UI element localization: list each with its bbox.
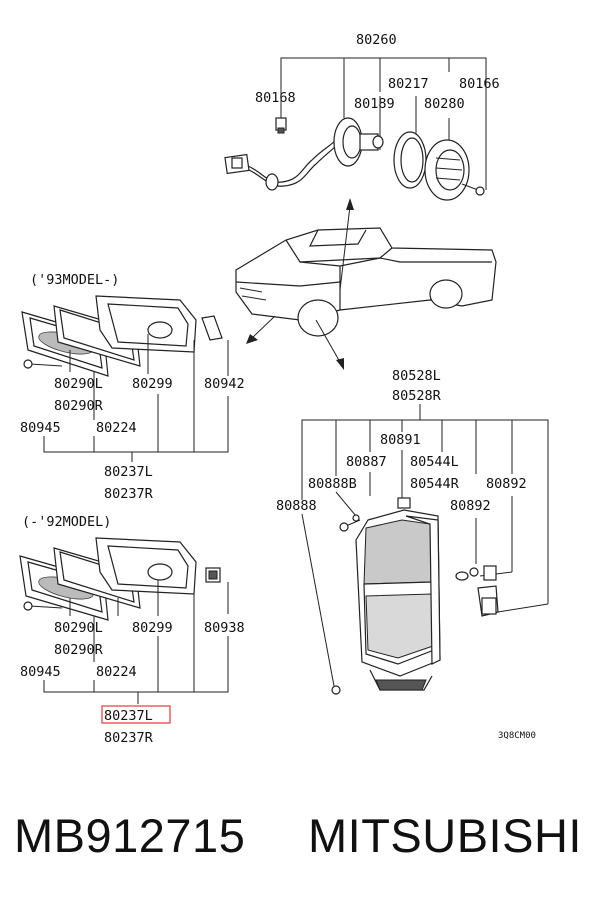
model92-clip-80938 bbox=[205, 567, 221, 583]
bulb-socket-80189 bbox=[333, 117, 384, 167]
footer: MB912715 MITSUBISHI bbox=[0, 808, 600, 878]
pointer-arrows bbox=[246, 198, 354, 370]
model92-leaders bbox=[43, 580, 229, 704]
model93-screw-80945 bbox=[23, 359, 63, 369]
model92-housing-80237 bbox=[95, 537, 197, 595]
model92-label-80237R: 80237R bbox=[104, 730, 154, 746]
model92-label-80299: 80299 bbox=[132, 620, 173, 636]
leader-lines bbox=[280, 57, 487, 190]
model92-label-80290L: 80290L bbox=[54, 620, 103, 636]
label-80887: 80887 bbox=[346, 454, 387, 470]
model93-heading: ('93MODEL-) bbox=[30, 272, 119, 288]
label-80168: 80168 bbox=[255, 90, 296, 106]
label-80280: 80280 bbox=[424, 96, 465, 112]
truck-illustration bbox=[235, 227, 497, 337]
lamp-assembly-group: 80260 80217 80166 80168 80189 80280 bbox=[224, 32, 500, 201]
model92-label-80938: 80938 bbox=[204, 620, 245, 636]
model93-label-80290L: 80290L bbox=[54, 376, 103, 392]
label-80260: 80260 bbox=[356, 32, 397, 48]
brand-name: MITSUBISHI bbox=[308, 809, 582, 862]
label-80892-lower: 80892 bbox=[450, 498, 491, 514]
model93-label-80237L: 80237L bbox=[104, 464, 153, 480]
gasket-80217 bbox=[393, 131, 427, 189]
label-80528L: 80528L bbox=[392, 368, 441, 384]
model92-screw-80945 bbox=[23, 601, 63, 611]
model92-label-80237L: 80237L bbox=[104, 708, 153, 724]
combination-lamp-group: 80528L 80528R 80891 80887 80544L 80888B … bbox=[276, 368, 549, 695]
model92-label-80945: 80945 bbox=[20, 664, 61, 680]
combo-leaders bbox=[301, 404, 549, 687]
diagram-code: 3Q8CM00 bbox=[498, 731, 536, 741]
socket-wire-harness bbox=[224, 139, 339, 191]
label-80544L: 80544L bbox=[410, 454, 459, 470]
model93-clip-80942 bbox=[201, 315, 223, 341]
combo-lamp-housing bbox=[355, 509, 441, 691]
label-80892-upper: 80892 bbox=[486, 476, 527, 492]
label-80217: 80217 bbox=[388, 76, 429, 92]
label-80528R: 80528R bbox=[392, 388, 442, 404]
model92-label-80224: 80224 bbox=[96, 664, 137, 680]
bracket-80168 bbox=[275, 117, 287, 134]
model93-label-80299: 80299 bbox=[132, 376, 173, 392]
label-80189: 80189 bbox=[354, 96, 395, 112]
part-number: MB912715 bbox=[14, 809, 246, 862]
model93-label-80942: 80942 bbox=[204, 376, 245, 392]
label-80544R: 80544R bbox=[410, 476, 460, 492]
combo-screws bbox=[331, 497, 411, 695]
label-80891: 80891 bbox=[380, 432, 421, 448]
lens-80280 bbox=[424, 139, 470, 201]
model92-label-80290R: 80290R bbox=[54, 642, 104, 658]
model93-leaders bbox=[43, 334, 229, 462]
label-80166: 80166 bbox=[459, 76, 500, 92]
highlight-box-80237L bbox=[101, 705, 171, 724]
screw-80166 bbox=[461, 183, 485, 196]
combo-bulb-sockets bbox=[455, 565, 499, 617]
model92-group: (-'92MODEL) bbox=[19, 514, 245, 746]
model93-label-80224: 80224 bbox=[96, 420, 137, 436]
label-80888: 80888 bbox=[276, 498, 317, 514]
model93-housing-80237 bbox=[95, 295, 197, 353]
model92-heading: (-'92MODEL) bbox=[22, 514, 111, 530]
model93-label-80945: 80945 bbox=[20, 420, 61, 436]
label-80888B: 80888B bbox=[308, 476, 357, 492]
model93-label-80237R: 80237R bbox=[104, 486, 154, 502]
model93-group: ('93MODEL-) bbox=[20, 272, 245, 502]
model93-label-80290R: 80290R bbox=[54, 398, 104, 414]
